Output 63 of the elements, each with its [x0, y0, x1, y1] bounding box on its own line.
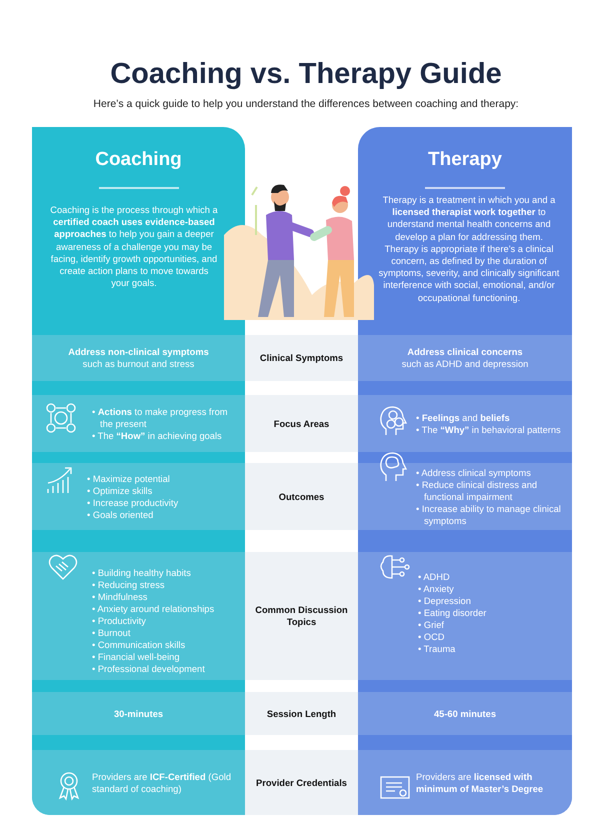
row-heading: Clinical Symptoms: [260, 352, 344, 364]
table-cell: [358, 692, 572, 735]
description-text: Therapy is a treatment in which you and a licensed therapist work together to understand mental health concerns and develop a plan for addressing them. Therapy is appropriate if there’s a clinical concern, as defined by the duration of symptoms, severity, and clinically significant interference with social, emotional, and/or occupational functioning.: [378, 194, 560, 304]
column-heading: Coaching: [94, 149, 183, 171]
table-cell: [32, 395, 245, 452]
list-item: • Increase productivity: [87, 496, 178, 508]
list-item: • Depression: [418, 595, 472, 607]
list-item: • Communication skills: [92, 639, 186, 651]
list-item: • OCD: [418, 631, 446, 643]
row-heading: Focus Areas: [274, 418, 330, 430]
list-item: • Feelings and beliefs: [416, 412, 511, 424]
table-cell: [245, 750, 358, 815]
row-heading: Common Discussion Topics: [254, 604, 349, 628]
list-item: • Maximize potential: [87, 472, 171, 484]
table-cell: [32, 552, 245, 680]
cell-text: Address clinical concerns such as ADHD and depression: [402, 346, 528, 370]
list-item: • Eating disorder: [418, 607, 486, 619]
table-cell: [358, 395, 572, 452]
table-cell: [32, 692, 245, 735]
table-cell: [245, 552, 358, 680]
list-item: • Optimize skills: [87, 484, 154, 496]
cell-text: 30-minutes: [114, 708, 164, 720]
table-cell: [358, 552, 572, 680]
table-cell: [358, 335, 572, 381]
list-item: • Reducing stress: [92, 579, 166, 591]
table-cell: [32, 463, 245, 530]
row-heading: Session Length: [266, 708, 336, 720]
table-cell: [245, 395, 358, 452]
row-heading: Provider Credentials: [256, 776, 347, 788]
list-item: • Address clinical symptoms: [416, 466, 532, 478]
list-item: • Trauma: [418, 643, 456, 655]
list-item: • Burnout: [92, 627, 132, 639]
column-panel: [32, 127, 245, 815]
list-item: • The “Why” in behavioral patterns: [416, 424, 561, 436]
list-item: • Building healthy habits: [92, 567, 192, 579]
list-item: • Goals oriented: [87, 508, 154, 520]
list-item: • Reduce clinical distress and functional impairment: [416, 478, 538, 502]
description-text: Coaching is the process through which a certified coach uses evidence-based approaches to help you gain a deeper awareness of a challenge you may be facing, identify growth opportunities, and create action plans to move towards your goals.: [50, 204, 218, 290]
cell-text: Providers are ICF-Certified (Gold standard of coaching): [92, 770, 232, 794]
table-cell: [32, 335, 245, 381]
table-cell: [32, 750, 245, 815]
list-item: • Mindfulness: [92, 591, 148, 603]
list-item: • ADHD: [418, 571, 451, 583]
cell-text: Providers are licensed with minimum of Master’s Degree: [416, 770, 544, 794]
table-cell: [245, 335, 358, 381]
column-heading: Therapy: [427, 149, 503, 171]
list-item: • Professional development: [92, 663, 206, 675]
list-item: • Grief: [418, 619, 445, 631]
table-cell: [358, 750, 572, 815]
list-item: • Increase ability to manage clinical symptoms: [416, 502, 562, 526]
subtitle: Here’s a quick guide to help you understand the differences between coaching and therapy:: [92, 98, 520, 110]
list-item: • Financial well-being: [92, 651, 180, 663]
cell-text: 45-60 minutes: [434, 708, 496, 720]
table-cell: [245, 692, 358, 735]
list-item: • The “How” in achieving goals: [92, 430, 223, 442]
table-cell: [245, 463, 358, 530]
list-item: • Productivity: [92, 615, 147, 627]
list-item: • Anxiety: [418, 583, 455, 595]
list-item: • Anxiety around relationships: [92, 603, 214, 615]
row-heading: Outcomes: [278, 490, 324, 502]
title: Coaching vs. Therapy Guide: [109, 58, 503, 91]
column-panel: [358, 127, 572, 815]
cell-text: Address non-clinical symptoms such as burnout and stress: [68, 346, 209, 370]
